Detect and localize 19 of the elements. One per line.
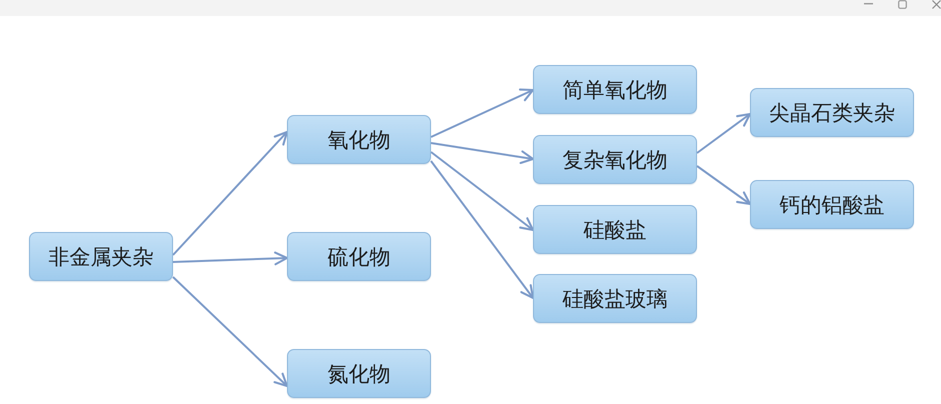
category-box: 钙的铝酸盐	[750, 180, 914, 229]
arrow	[430, 142, 534, 164]
arrow	[172, 276, 288, 388]
arrow	[696, 112, 752, 154]
arrow	[430, 160, 534, 300]
category-box: 氧化物	[287, 115, 431, 164]
arrow	[430, 88, 534, 138]
category-box: 氮化物	[287, 349, 431, 398]
arrow	[172, 252, 288, 266]
category-box: 简单氧化物	[533, 65, 697, 114]
category-box: 硅酸盐	[533, 205, 697, 254]
arrow	[696, 165, 752, 206]
category-box: 硅酸盐玻璃	[533, 274, 697, 323]
category-box: 硫化物	[287, 232, 431, 281]
arrow	[172, 130, 288, 256]
arrow	[430, 151, 534, 232]
category-box: 非金属夹杂	[29, 232, 173, 281]
category-box: 尖晶石类夹杂	[750, 88, 914, 137]
category-box: 复杂氧化物	[533, 135, 697, 184]
